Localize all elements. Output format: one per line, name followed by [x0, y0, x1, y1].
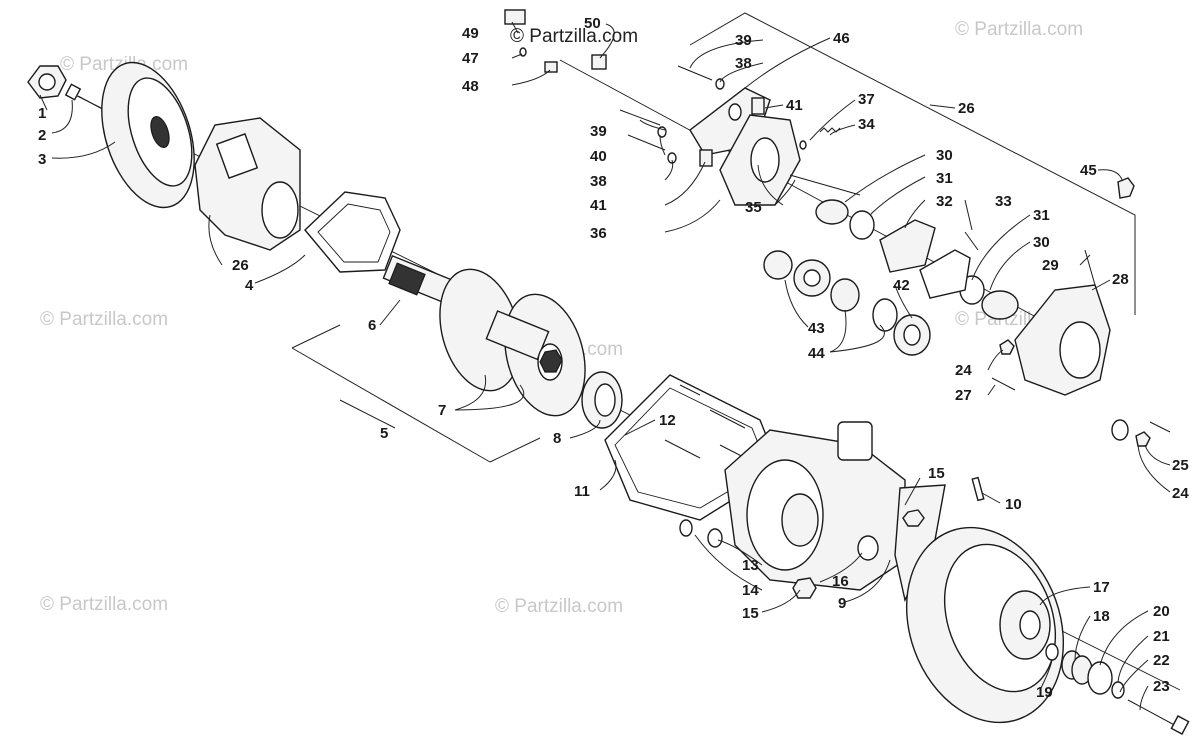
watermark-text: © Partzilla.com [955, 19, 1083, 40]
leader-lines [39, 21, 1171, 711]
watermark-text: © Partzilla.com [40, 594, 168, 615]
callout-20: 20 [1153, 603, 1170, 620]
callout-30: 30 [936, 147, 953, 164]
callout-34: 34 [858, 116, 875, 133]
part-caliper-housing-28 [1014, 249, 1111, 396]
callout-6: 6 [368, 317, 376, 334]
callout-17: 17 [1093, 579, 1110, 596]
callout-39b: 39 [590, 123, 607, 140]
callout-27: 27 [955, 387, 972, 404]
callout-24: 24 [955, 362, 972, 379]
part-pins-35-36 [789, 174, 861, 196]
part-spring-34 [819, 127, 841, 133]
callout-24b: 24 [1172, 485, 1189, 502]
callout-1: 1 [38, 105, 46, 122]
callout-41: 41 [786, 97, 803, 114]
callout-47: 47 [462, 50, 479, 67]
callout-23: 23 [1153, 678, 1170, 695]
callout-33: 33 [995, 193, 1012, 210]
callout-35: 35 [745, 199, 762, 216]
callout-19: 19 [1036, 684, 1053, 701]
part-drive-clutch-sheave-3 [101, 61, 195, 209]
part-bolt-23 [1127, 699, 1190, 735]
callout-45: 45 [1080, 162, 1097, 179]
callout-50: 50 [584, 15, 601, 32]
callout-7: 7 [438, 402, 446, 419]
part-oring-16 [857, 535, 879, 561]
callout-49: 49 [462, 25, 479, 42]
part-bleeder-45 [1117, 177, 1135, 199]
callout-9: 9 [838, 595, 846, 612]
watermark-text: © Partzilla.com [510, 26, 638, 47]
callout-41b: 41 [590, 197, 607, 214]
part-spring-washers-18-22 [1045, 643, 1125, 699]
callout-30b: 30 [1033, 234, 1050, 251]
callout-26b: 26 [958, 100, 975, 117]
callout-48: 48 [462, 78, 479, 95]
part-driven-clutch-17 [905, 526, 1065, 724]
part-fasteners-24-27 [991, 339, 1171, 447]
part-upper-case-26 [194, 117, 301, 251]
callout-8: 8 [553, 430, 561, 447]
callout-4: 4 [245, 277, 254, 294]
part-bearing-8 [581, 371, 623, 429]
callout-21: 21 [1153, 628, 1170, 645]
callout-31: 31 [936, 170, 953, 187]
part-drive-sprocket-7 [439, 268, 586, 417]
part-gasket-4 [304, 191, 401, 273]
callout-37: 37 [858, 91, 875, 108]
callout-16: 16 [832, 573, 849, 590]
part-pin-33 [964, 231, 979, 251]
part-washers-13-14 [679, 519, 723, 548]
part-bearings-42-44 [763, 250, 931, 356]
callout-18: 18 [1093, 608, 1110, 625]
part-key-10 [971, 476, 985, 502]
callout-12: 12 [659, 412, 676, 429]
callout-38: 38 [735, 55, 752, 72]
callout-3: 3 [38, 151, 46, 168]
callout-labels: 1 2 3 4 5 6 7 8 9 10 11 12 13 14 15 15 1… [38, 15, 1189, 701]
callout-25: 25 [1172, 457, 1189, 474]
callout-36: 36 [590, 225, 607, 242]
part-small-hardware-38-41-47-50 [504, 9, 807, 167]
callout-15: 15 [742, 605, 759, 622]
callout-38b: 38 [590, 173, 607, 190]
callout-46: 46 [833, 30, 850, 47]
callout-42: 42 [893, 277, 910, 294]
part-nut-1 [27, 65, 67, 99]
callout-28: 28 [1112, 271, 1129, 288]
callout-22: 22 [1153, 652, 1170, 669]
callout-29: 29 [1042, 257, 1059, 274]
assembly-brackets [291, 12, 1136, 463]
callout-31b: 31 [1033, 207, 1050, 224]
callout-26: 26 [232, 257, 249, 274]
callout-5: 5 [380, 425, 388, 442]
watermark-text: © Partzilla.com [495, 596, 623, 617]
callout-11: 11 [574, 483, 590, 500]
callout-13: 13 [742, 557, 759, 574]
callout-39: 39 [735, 32, 752, 49]
callout-14: 14 [742, 582, 759, 599]
callout-32: 32 [936, 193, 953, 210]
watermark-text: © Partzilla.com [40, 309, 168, 330]
part-caliper-body-35 [719, 114, 801, 206]
callout-2: 2 [38, 127, 46, 144]
part-brake-pads-32 [879, 219, 971, 299]
callout-15b: 15 [928, 465, 945, 482]
part-nuts-15 [792, 509, 925, 599]
callout-44: 44 [808, 345, 825, 362]
callout-10: 10 [1005, 496, 1022, 513]
callout-40: 40 [590, 148, 607, 165]
callout-43: 43 [808, 320, 825, 337]
